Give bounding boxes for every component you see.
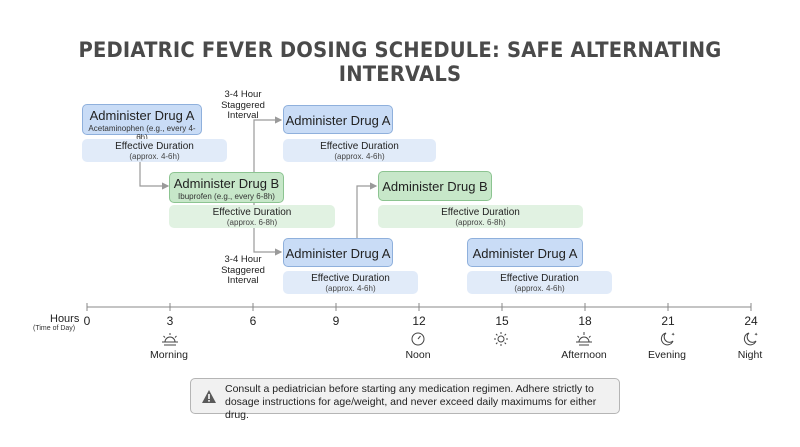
tod-label-noon: Noon bbox=[405, 349, 431, 361]
axis-tick-label: 0 bbox=[83, 314, 91, 328]
effect-label: Effective Duration bbox=[500, 273, 579, 284]
effect-drug-a-1: Effective Duration (approx. 4-6h) bbox=[82, 139, 227, 162]
dose-drug-a-4: Administer Drug A bbox=[467, 238, 583, 267]
note-line: Staggered bbox=[221, 264, 265, 276]
effect-label: Effective Duration bbox=[115, 141, 194, 152]
clock-icon bbox=[411, 332, 425, 346]
warning-icon bbox=[202, 390, 216, 403]
arrow-b1-to-a2 bbox=[253, 116, 283, 172]
note-line: Interval bbox=[227, 275, 259, 286]
dose-name: Administer Drug B bbox=[173, 176, 280, 191]
dose-detail: Ibuprofen (e.g., every 6-8h) bbox=[178, 192, 275, 201]
dose-drug-b-2: Administer Drug B bbox=[378, 171, 492, 201]
svg-text:✦: ✦ bbox=[754, 332, 758, 338]
tod-label-night: Night bbox=[737, 349, 763, 361]
effect-drug-b-2: Effective Duration (approx. 6-8h) bbox=[378, 205, 583, 228]
moon-stars-icon: ✦ bbox=[660, 332, 675, 346]
effect-sub: (approx. 4-6h) bbox=[129, 152, 180, 161]
effect-sub: (approx. 4-6h) bbox=[334, 152, 385, 161]
warning-box: Consult a pediatrician before starting a… bbox=[190, 378, 620, 421]
effect-drug-b-1: Effective Duration (approx. 6-8h) bbox=[169, 205, 335, 228]
dose-name: Administer Drug A bbox=[285, 113, 391, 128]
axis-tick-label: 12 bbox=[412, 314, 426, 328]
axis-tick-label: 9 bbox=[332, 314, 340, 328]
staggered-note-bottom: 3-4 Hour Staggered Interval bbox=[215, 254, 271, 287]
axis-tick-label: 15 bbox=[495, 314, 509, 328]
effect-drug-a-2: Effective Duration (approx. 4-6h) bbox=[283, 139, 436, 162]
sun-icon bbox=[494, 332, 508, 346]
staggered-note-top: 3-4 Hour Staggered Interval bbox=[215, 89, 271, 122]
dose-name: Administer Drug B bbox=[382, 179, 488, 194]
dose-drug-a-3: Administer Drug A bbox=[283, 238, 393, 267]
effect-sub: (approx. 6-8h) bbox=[226, 218, 278, 227]
warning-text: Consult a pediatrician before starting a… bbox=[225, 383, 597, 421]
dose-name: Administer Drug A bbox=[285, 246, 391, 261]
arrow-a3-to-b2 bbox=[356, 182, 378, 238]
note-line: Interval bbox=[227, 110, 259, 121]
tod-label-afternoon: Afternoon bbox=[561, 349, 607, 361]
sunrise-icon bbox=[162, 333, 178, 346]
axis-tick-label: 21 bbox=[661, 314, 675, 328]
note-line: 3-4 Hour bbox=[224, 89, 262, 100]
effect-label: Effective Duration bbox=[311, 273, 390, 284]
dose-detail: Acetaminophen (e.g., every 4-6h) bbox=[88, 124, 196, 142]
effect-label: Effective Duration bbox=[441, 207, 520, 218]
axis-sublabel: (Time of Day) bbox=[33, 325, 76, 332]
axis-tick-label: 18 bbox=[578, 314, 592, 328]
page-title: PEDIATRIC FEVER DOSING SCHEDULE: SAFE AL… bbox=[78, 38, 722, 86]
axis-tick-label: 24 bbox=[744, 314, 758, 328]
dose-drug-b-1: Administer Drug B Ibuprofen (e.g., every… bbox=[169, 172, 284, 203]
axis-tick-label: 3 bbox=[166, 314, 174, 328]
svg-text:✦: ✦ bbox=[671, 332, 675, 338]
note-line: 3-4 Hour bbox=[224, 254, 262, 265]
effect-sub: (approx. 4-6h) bbox=[514, 284, 565, 293]
moon-stars-icon: ✦ bbox=[743, 332, 758, 346]
axis-label: Hours bbox=[50, 313, 80, 325]
effect-label: Effective Duration bbox=[320, 141, 399, 152]
effect-sub: (approx. 6-8h) bbox=[455, 218, 506, 227]
note-line: Staggered bbox=[221, 99, 265, 111]
dose-name: Administer Drug A bbox=[472, 246, 578, 261]
effect-drug-a-3: Effective Duration (approx. 4-6h) bbox=[283, 271, 418, 294]
dose-drug-a-2: Administer Drug A bbox=[283, 105, 393, 134]
sunset-icon bbox=[576, 332, 592, 346]
effect-label: Effective Duration bbox=[212, 207, 292, 218]
tod-label-evening: Evening bbox=[648, 349, 686, 361]
dose-name: Administer Drug A bbox=[89, 108, 195, 123]
effect-drug-a-4: Effective Duration (approx. 4-6h) bbox=[467, 271, 612, 294]
effect-sub: (approx. 4-6h) bbox=[325, 284, 376, 293]
axis-tick-label: 6 bbox=[249, 314, 257, 328]
tod-label-morning: Morning bbox=[150, 349, 188, 361]
dose-drug-a-1: Administer Drug A Acetaminophen (e.g., e… bbox=[82, 104, 202, 142]
